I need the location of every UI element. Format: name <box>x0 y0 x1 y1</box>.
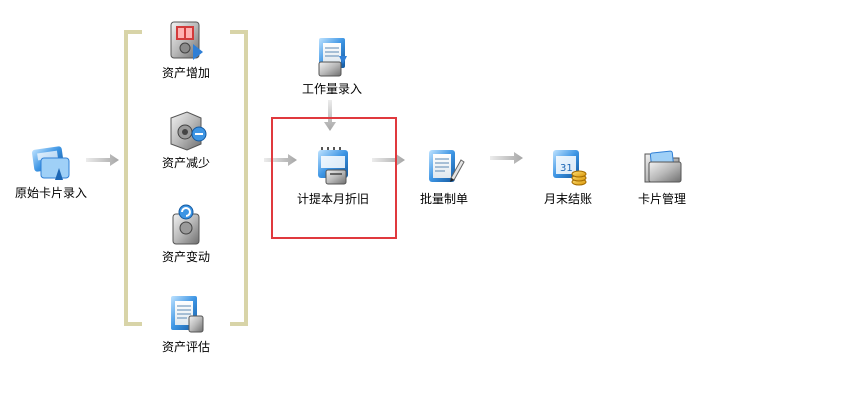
clipboard-download-icon <box>318 38 347 77</box>
card-manage-node[interactable]: 卡片管理 <box>630 144 694 206</box>
asset-add-node[interactable]: 资产增加 <box>148 18 224 80</box>
asset-add-label: 资产增加 <box>161 66 210 80</box>
workload-entry-node[interactable]: 工作量录入 <box>292 34 372 96</box>
bracket-left-top <box>124 30 142 34</box>
month-close-node[interactable]: 31 月末结账 <box>536 144 600 206</box>
bracket-right-bottom <box>230 322 248 326</box>
bracket-right-vertical <box>244 30 248 326</box>
asset-evaluate-label: 资产评估 <box>161 340 210 354</box>
bracket-left-bottom <box>124 322 142 326</box>
asset-reduce-label: 资产减少 <box>161 156 210 170</box>
month-close-label: 月末结账 <box>543 192 592 206</box>
card-upload-icon <box>32 146 70 180</box>
depreciation-node[interactable]: 计提本月折旧 <box>292 144 374 206</box>
arrow-icon <box>86 154 119 166</box>
card-entry-node[interactable]: 原始卡片录入 <box>12 140 90 200</box>
clipboard-evaluate-icon <box>171 296 204 333</box>
bracket-right-top <box>230 30 248 34</box>
safe-add-icon <box>170 21 203 60</box>
card-entry-label: 原始卡片录入 <box>14 186 87 200</box>
batch-voucher-label: 批量制单 <box>419 192 468 206</box>
highlight-frame <box>271 117 397 239</box>
asset-change-label: 资产变动 <box>161 250 210 264</box>
safe-change-icon <box>172 204 200 245</box>
calendar-month-icon <box>318 147 348 185</box>
svg-text:31: 31 <box>560 163 573 174</box>
batch-voucher-node[interactable]: 批量制单 <box>412 144 476 206</box>
arrow-icon <box>324 100 336 131</box>
asset-evaluate-node[interactable]: 资产评估 <box>148 292 224 354</box>
asset-reduce-node[interactable]: 资产减少 <box>148 108 224 170</box>
calendar-coins-icon: 31 <box>553 150 587 186</box>
workload-entry-label: 工作量录入 <box>301 82 362 96</box>
card-manage-label: 卡片管理 <box>637 192 686 206</box>
bracket-left-vertical <box>124 30 128 326</box>
asset-change-node[interactable]: 资产变动 <box>148 202 224 264</box>
folder-cards-icon <box>644 150 682 183</box>
document-pen-icon <box>429 150 465 182</box>
depreciation-label: 计提本月折旧 <box>296 192 369 206</box>
safe-remove-icon <box>170 111 207 151</box>
arrow-icon <box>264 154 297 166</box>
arrow-icon <box>490 152 523 164</box>
